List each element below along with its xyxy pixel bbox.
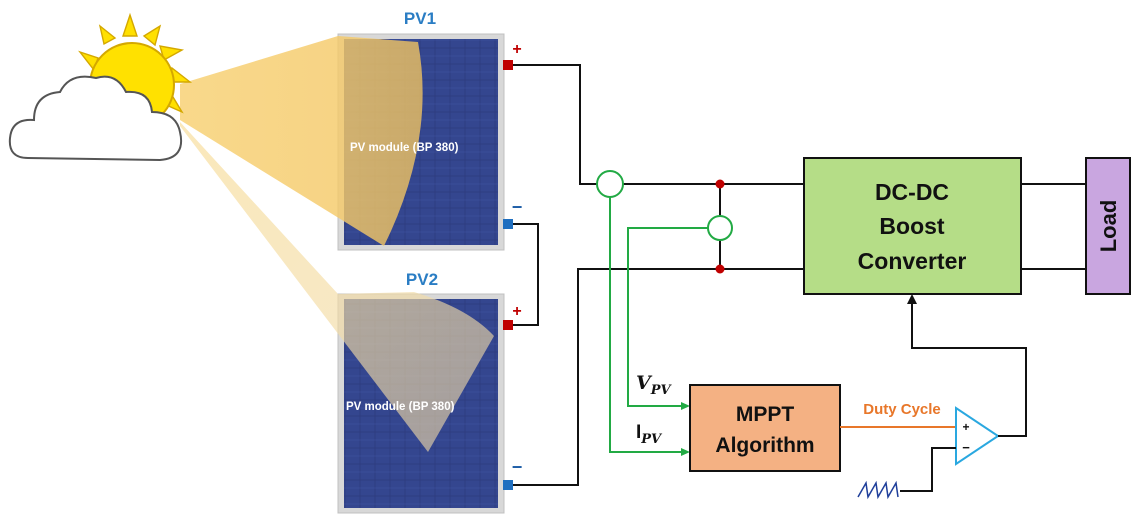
pv2-negative-terminal — [503, 480, 513, 490]
mppt-line1: MPPT — [736, 403, 795, 426]
pv1-title: PV1 — [404, 9, 436, 28]
pwm-feedback-wiring — [900, 302, 1027, 492]
dc-dc-boost-converter — [803, 157, 1022, 295]
pv2-minus-sign: − — [512, 457, 523, 477]
junction-top — [715, 179, 725, 189]
converter-line3: Converter — [858, 248, 967, 274]
junction-bottom — [715, 264, 725, 274]
sawtooth-icon — [857, 480, 899, 500]
pv2-plus-sign: + — [512, 303, 521, 320]
load-label: Load — [1096, 200, 1121, 253]
converter-line1: DC-DC — [875, 179, 949, 205]
comparator-icon — [955, 406, 1000, 466]
comparator-minus: − — [962, 440, 970, 455]
mppt-line2: Algorithm — [715, 434, 814, 457]
converter-line2: Boost — [879, 213, 945, 239]
comparator-plus: + — [962, 420, 969, 434]
power-wiring — [513, 64, 1086, 486]
pv1-plus-sign: + — [512, 41, 521, 58]
duty-cycle-label: Duty Cycle — [863, 401, 941, 418]
cloud-icon — [8, 75, 182, 162]
pv2-positive-terminal — [503, 320, 513, 330]
mppt-algorithm-block — [689, 384, 841, 472]
sensor-wiring — [609, 197, 708, 453]
pv2-module-label: PV module (BP 380) — [346, 401, 455, 413]
sun-beam-pv2 — [180, 122, 494, 452]
current-sensor-icon — [596, 170, 624, 198]
load-block — [1085, 157, 1131, 295]
voltage-sensor-icon — [707, 215, 733, 241]
pv1-minus-sign: − — [512, 197, 523, 217]
sun-beam-pv1 — [180, 36, 423, 246]
pv1-module-label: PV module (BP 380) — [350, 142, 459, 154]
pv1-negative-terminal — [503, 219, 513, 229]
vpv-arrow — [681, 402, 690, 410]
pv1-positive-terminal — [503, 60, 513, 70]
vpv-label: VPV — [636, 372, 673, 398]
ipv-label: IPV — [636, 422, 663, 447]
ipv-arrow — [681, 448, 690, 456]
pv2-title: PV2 — [406, 270, 438, 289]
feedback-arrow — [907, 294, 917, 304]
